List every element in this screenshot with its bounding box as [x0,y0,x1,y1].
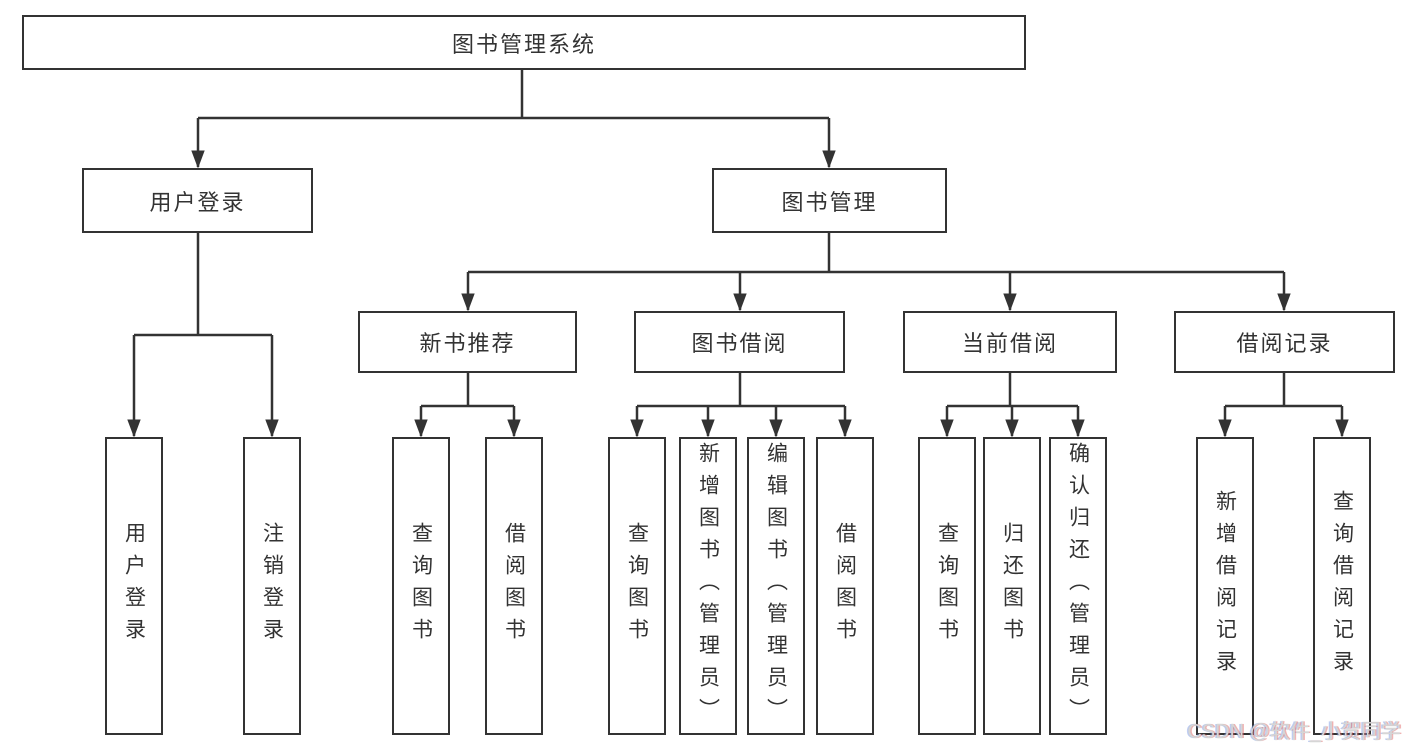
leaf-current-return-books: 归还图书 [983,437,1041,735]
leaf-records-query-record: 查询借阅记录 [1313,437,1371,735]
node-new-book-recommend: 新书推荐 [358,311,577,373]
leaf-current-confirm-return-admin: 确认归还（管理员） [1049,437,1107,735]
csdn-watermark: CSDN @软件_小贺同学 [1187,721,1401,743]
leaf-logout: 注销登录 [243,437,301,735]
leaf-borrow-borrow-books: 借阅图书 [816,437,874,735]
leaf-borrow-edit-books-admin: 编辑图书（管理员） [747,437,805,735]
node-borrow-records: 借阅记录 [1174,311,1395,373]
node-current-borrow: 当前借阅 [903,311,1117,373]
leaf-newbooks-query-books: 查询图书 [392,437,450,735]
leaf-records-add-record: 新增借阅记录 [1196,437,1254,735]
node-book-borrow: 图书借阅 [634,311,845,373]
node-user-login: 用户登录 [82,168,313,233]
leaf-borrow-add-books-admin: 新增图书（管理员） [679,437,737,735]
leaf-newbooks-borrow-books: 借阅图书 [485,437,543,735]
node-book-management: 图书管理 [712,168,947,233]
leaf-current-query-books: 查询图书 [918,437,976,735]
leaf-user-login: 用户登录 [105,437,163,735]
node-library-system: 图书管理系统 [22,15,1026,70]
leaf-borrow-query-books: 查询图书 [608,437,666,735]
